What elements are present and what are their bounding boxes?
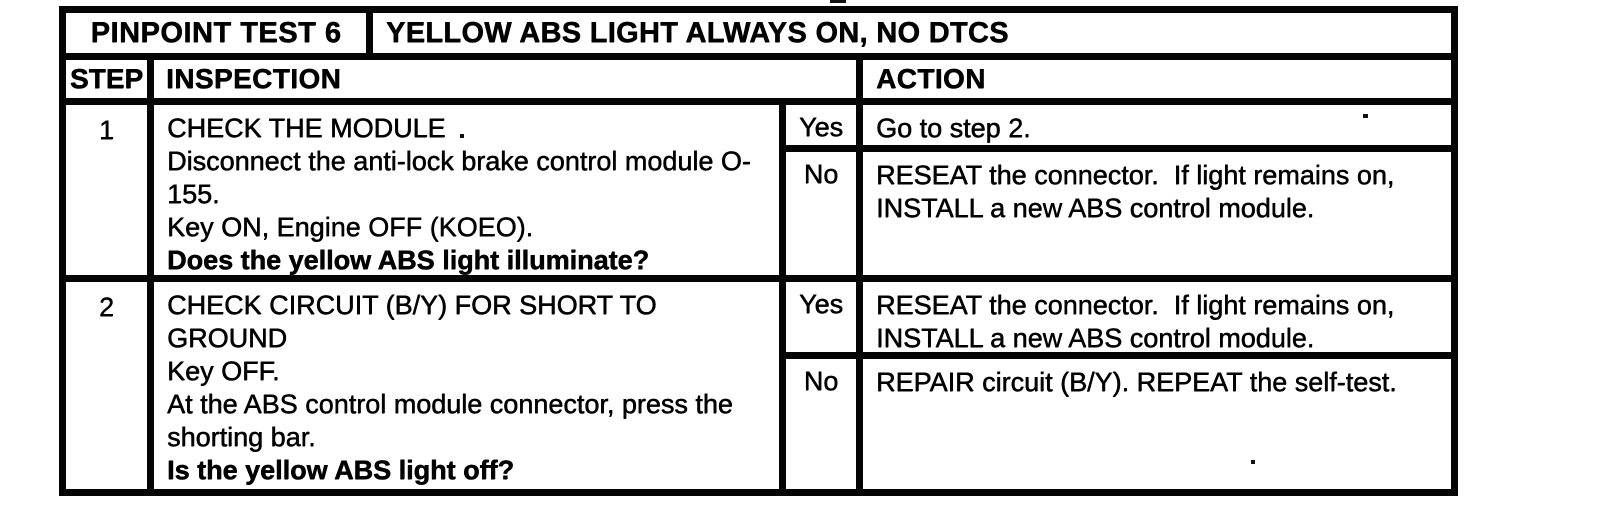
- column-header-inspection: INSPECTION: [154, 60, 856, 98]
- inspection-question: Does the yellow ABS light illuminate?: [167, 245, 650, 275]
- result-row-yes: Yes Go to step 2.: [786, 105, 1451, 145]
- pinpoint-test-table: PINPOINT TEST 6 YELLOW ABS LIGHT ALWAYS …: [59, 6, 1458, 496]
- pinpoint-test-label: PINPOINT TEST 6: [66, 13, 366, 53]
- action-text: REPAIR circuit (B/Y). REPEAT the self-te…: [876, 367, 1397, 397]
- action-cell: RESEAT the connector. If light remains o…: [863, 282, 1451, 352]
- scan-artifact-speck: [830, 0, 846, 3]
- result-row-no: No REPAIR circuit (B/Y). REPEAT the self…: [786, 359, 1451, 489]
- scan-artifact-speck: [460, 134, 464, 138]
- results-column: Yes RESEAT the connector. If light remai…: [786, 282, 1451, 489]
- result-label-no: No: [786, 152, 856, 275]
- table-row-step-2: 2 CHECK CIRCUIT (B/Y) FOR SHORT TO GROUN…: [66, 282, 1451, 489]
- inspection-line: Disconnect the anti-lock brake control m…: [167, 146, 751, 209]
- table-row-step-1: 1 CHECK THE MODULE Disconnect the anti-l…: [66, 105, 1451, 275]
- scan-artifact-speck: [1251, 460, 1255, 464]
- results-column: Yes Go to step 2. No RESEAT the connecto…: [786, 105, 1451, 275]
- inspection-line: At the ABS control module connector, pre…: [167, 389, 733, 452]
- inspection-cell: CHECK THE MODULE Disconnect the anti-loc…: [154, 105, 779, 275]
- result-row-yes: Yes RESEAT the connector. If light remai…: [786, 282, 1451, 352]
- result-label-yes: Yes: [786, 105, 856, 145]
- result-label-no: No: [786, 359, 856, 489]
- action-cell: RESEAT the connector. If light remains o…: [863, 152, 1451, 275]
- result-row-no: No RESEAT the connector. If light remain…: [786, 152, 1451, 275]
- pinpoint-test-title: YELLOW ABS LIGHT ALWAYS ON, NO DTCS: [373, 13, 1451, 53]
- table-title-row: PINPOINT TEST 6 YELLOW ABS LIGHT ALWAYS …: [66, 13, 1451, 53]
- scan-artifact-speck: [1363, 114, 1368, 118]
- column-header-action: ACTION: [863, 60, 1451, 98]
- column-header-step: STEP: [66, 60, 147, 98]
- action-cell: Go to step 2.: [863, 105, 1451, 145]
- inspection-question: Is the yellow ABS light off?: [167, 455, 515, 485]
- action-text: RESEAT the connector. If light remains o…: [876, 160, 1402, 223]
- inspection-line: Key ON, Engine OFF (KOEO).: [167, 212, 534, 242]
- action-cell: REPAIR circuit (B/Y). REPEAT the self-te…: [863, 359, 1451, 489]
- result-label-yes: Yes: [786, 282, 856, 352]
- inspection-title: CHECK THE MODULE: [167, 113, 446, 143]
- step-number: 2: [66, 282, 147, 489]
- inspection-title: CHECK CIRCUIT (B/Y) FOR SHORT TO GROUND: [167, 290, 657, 353]
- inspection-line: Key OFF.: [167, 356, 280, 386]
- column-header-row: STEP INSPECTION ACTION: [66, 60, 1451, 98]
- action-text: Go to step 2.: [876, 113, 1031, 143]
- step-number: 1: [66, 105, 147, 275]
- inspection-cell: CHECK CIRCUIT (B/Y) FOR SHORT TO GROUND …: [154, 282, 779, 489]
- action-text: RESEAT the connector. If light remains o…: [876, 290, 1402, 352]
